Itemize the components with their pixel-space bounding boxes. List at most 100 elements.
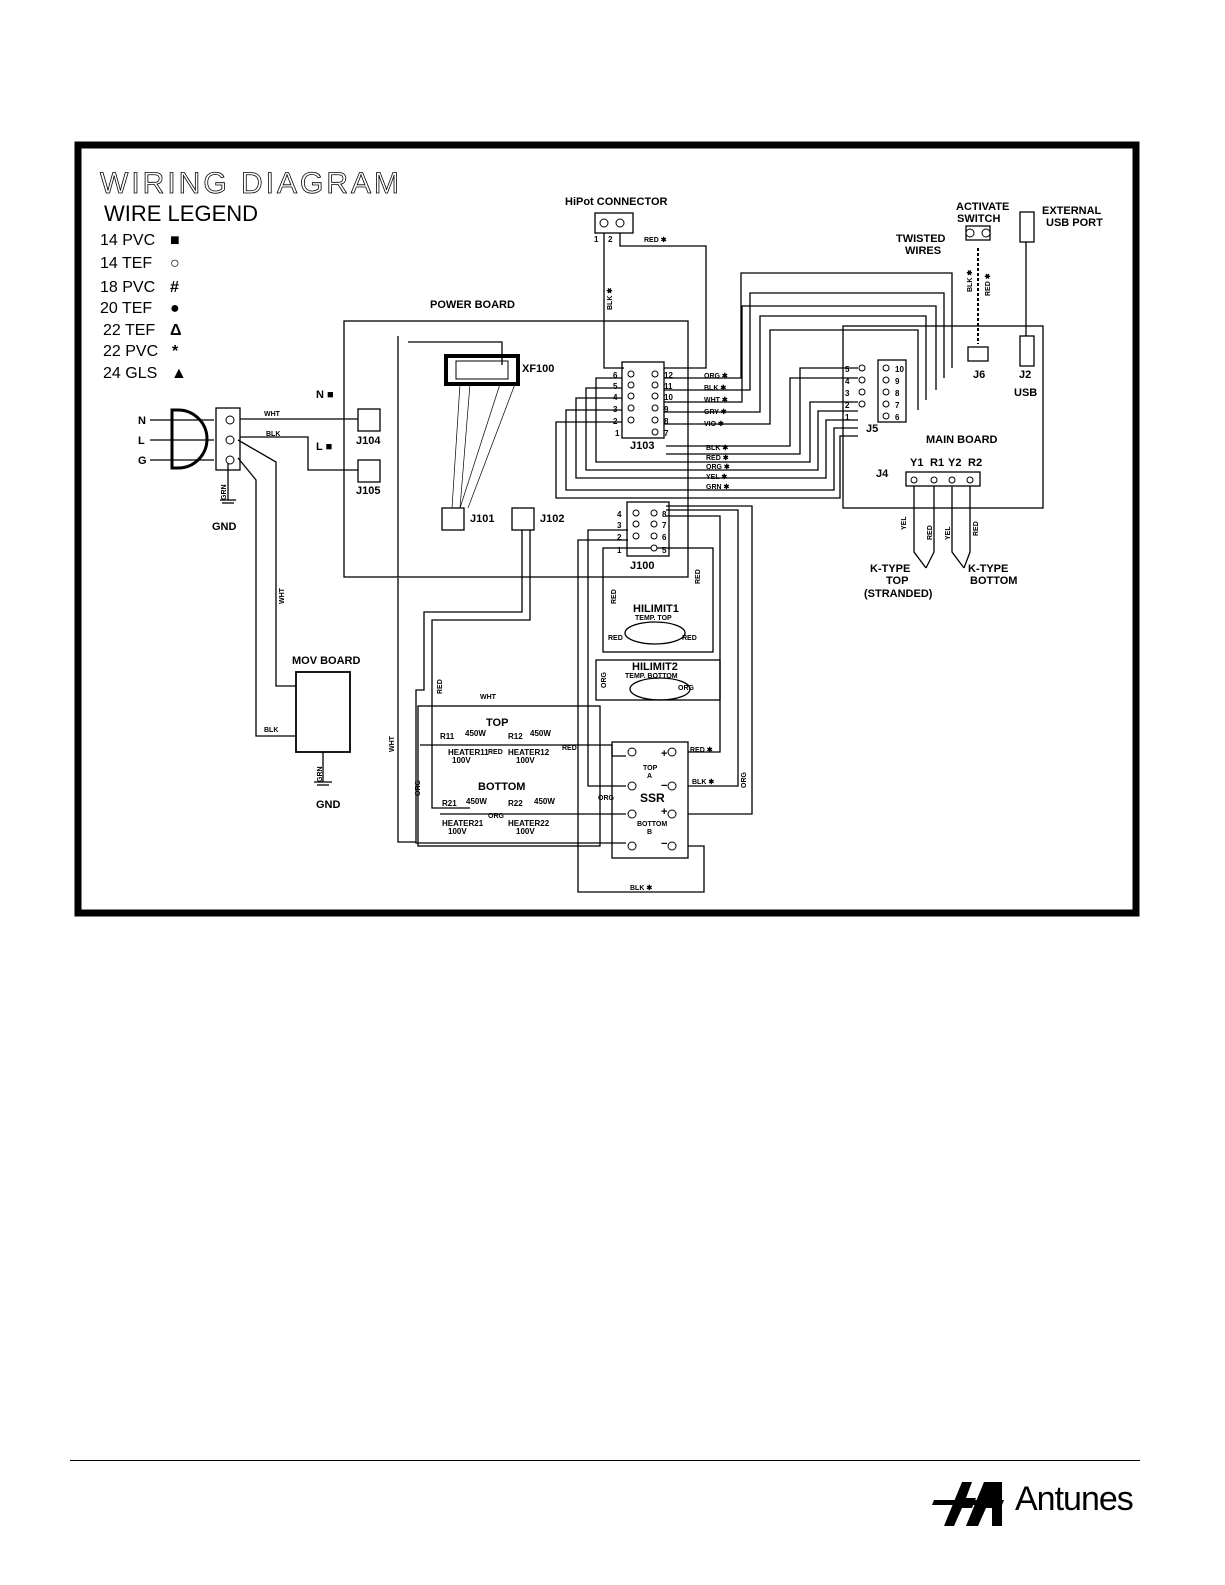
j103-label: J103: [630, 440, 654, 452]
wire-label: WHT: [480, 694, 497, 701]
hilimit2-label: HILIMIT2: [632, 661, 678, 673]
y2-label: Y2: [948, 457, 961, 469]
wire-label: YEL ✱: [706, 473, 727, 481]
ssr-b-label: B: [647, 829, 652, 836]
pin-number: 3: [613, 405, 618, 414]
legend-item: 18 PVC: [100, 279, 155, 296]
pin-terminals: [225, 218, 991, 851]
legend-symbol: Δ: [170, 322, 182, 339]
wire-label: RED: [562, 745, 577, 752]
plug-g-label: G: [138, 455, 147, 467]
wire-label: ORG: [741, 772, 748, 789]
pin-number: 4: [613, 393, 618, 402]
twisted-wires-label: WIRES: [905, 245, 941, 257]
wire-label: RED: [611, 589, 618, 604]
pin-number: 4: [845, 377, 850, 386]
legend-symbol: ○: [170, 255, 180, 272]
pin-number: 6: [662, 533, 667, 542]
gnd-label: GND: [316, 799, 341, 811]
pin-number: 2: [613, 417, 618, 426]
legend-symbol: #: [170, 279, 179, 296]
antunes-logo: [932, 1482, 1004, 1526]
activate-switch-label: ACTIVATE: [956, 201, 1009, 213]
ktype-top-label: K-TYPE: [870, 563, 910, 575]
wire-legend: 14 PVC ■ 14 TEF ○ 18 PVC # 20 TEF ● 22 T…: [100, 232, 187, 382]
board-l-label: L ■: [316, 441, 332, 453]
legend-item: 22 PVC: [103, 343, 158, 360]
wire-label: ORG: [488, 813, 505, 820]
ssr-minus: −: [661, 780, 667, 792]
usb-label: USB: [1014, 387, 1037, 399]
volt-label: 100V: [448, 827, 467, 836]
legend-item: 20 TEF: [100, 300, 152, 317]
pin-number: 5: [662, 546, 667, 555]
hilimit1-label: HILIMIT1: [633, 603, 679, 615]
wire-label: BLK ✱: [706, 444, 728, 452]
j101-label: J101: [470, 513, 494, 525]
wire-label: GRN: [221, 484, 228, 500]
twisted-wires-label: TWISTED: [896, 233, 946, 245]
wire-label: RED ✱: [644, 236, 667, 244]
pin-number: 7: [662, 521, 667, 530]
wire-label: GRN: [317, 766, 324, 782]
wire-label: RED: [608, 635, 623, 642]
wire-label: RED ✱: [690, 746, 713, 754]
wire-label: ORG ✱: [704, 372, 728, 380]
watt-label: 450W: [534, 797, 555, 806]
ssr-plus: +: [661, 748, 667, 760]
power-board-outline: [343, 320, 689, 578]
pin-number: 7: [895, 401, 900, 410]
ktype-top-label: TOP: [886, 575, 908, 587]
wire-label: ORG: [598, 795, 615, 802]
diagram-frame: [74, 141, 1140, 917]
pin-number: 10: [895, 365, 904, 374]
ktype-bottom-label: BOTTOM: [970, 575, 1017, 587]
j2-label: J2: [1019, 369, 1031, 381]
board-n-label: N ■: [316, 389, 334, 401]
pin-number: 2: [845, 401, 850, 410]
heater22-label: HEATER22: [508, 819, 550, 828]
wire-label: RED: [927, 525, 934, 540]
hilimit2-sub-label: TEMP. BOTTOM: [625, 673, 678, 680]
pin-number: 4: [617, 510, 622, 519]
wire-label: YEL: [901, 516, 908, 530]
ktype-top-label: (STRANDED): [864, 588, 933, 600]
pin-number: 3: [617, 521, 622, 530]
footer-rule: [70, 1460, 1140, 1461]
wire-label: ORG ✱: [706, 463, 730, 471]
pin-number: 5: [613, 382, 618, 391]
power-board-label: POWER BOARD: [430, 299, 515, 311]
wire-label: RED: [682, 635, 697, 642]
j105-label: J105: [356, 485, 380, 497]
j5-label: J5: [866, 423, 878, 435]
wire-label: ORG: [678, 685, 695, 692]
ssr-plus: +: [661, 806, 667, 818]
wire-label: RED: [437, 679, 444, 694]
pin-number: 5: [845, 365, 850, 374]
heater-bottom-label: BOTTOM: [478, 781, 525, 793]
r22-label: R22: [508, 799, 523, 808]
legend-symbol: ▲: [171, 365, 187, 382]
wire-label: RED: [695, 569, 702, 584]
pin-numbers: 1 2 6 5 4 3 2 1 12 11 10 9 8 7 5 4 3 2 1…: [594, 235, 904, 555]
main-board-label: MAIN BOARD: [926, 434, 998, 446]
pin-number: 10: [664, 393, 673, 402]
xf100-label: XF100: [522, 363, 554, 375]
ssr-top-label: TOP: [643, 765, 658, 772]
y1-label: Y1: [910, 457, 923, 469]
wire-label: BLK ✱: [966, 270, 974, 292]
pin-number: 11: [664, 382, 673, 391]
pin-number: 8: [895, 389, 900, 398]
volt-label: 100V: [516, 827, 535, 836]
legend-item: 22 TEF: [103, 322, 155, 339]
j102-label: J102: [540, 513, 564, 525]
r1-label: R1: [930, 457, 944, 469]
wire-label: RED ✱: [984, 273, 992, 296]
j104-label: J104: [356, 435, 381, 447]
wire-label: WHT: [264, 411, 281, 418]
wire-label: ORG: [415, 780, 422, 797]
wire-color-labels: WHT BLK BLK RED ✱ ORG ✱ BLK ✱ WHT ✱ GRY …: [221, 236, 992, 892]
wire-label: VIO ✱: [704, 420, 724, 428]
pin-number: 8: [664, 417, 669, 426]
heater-top-label: TOP: [486, 717, 508, 729]
